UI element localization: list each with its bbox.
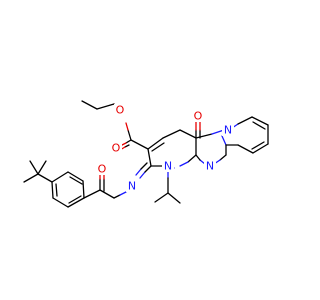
- bond: [113, 194, 121, 199]
- bond: [195, 133, 213, 139]
- label-background: [126, 180, 138, 192]
- bond: [167, 192, 181, 204]
- bond: [179, 161, 189, 167]
- ring-nitrogen-fused-label: N: [224, 124, 232, 137]
- bond: [83, 189, 101, 199]
- ring-nitrogen-bridge-label: N: [206, 160, 214, 173]
- bond: [187, 154, 197, 163]
- label-background: [222, 124, 234, 136]
- label-background: [96, 163, 108, 175]
- bond: [67, 171, 84, 182]
- bond: [125, 139, 132, 144]
- bond: [221, 135, 227, 146]
- bond: [154, 192, 169, 203]
- amide-oxygen-label: O: [98, 163, 107, 176]
- ester-single-oxygen-label: O: [116, 104, 125, 117]
- bond: [69, 176, 83, 185]
- bond: [23, 173, 39, 183]
- bond: [147, 137, 164, 150]
- bond: [68, 195, 82, 204]
- bond: [219, 154, 227, 161]
- bond: [237, 116, 253, 125]
- atom-label-layer: O O O O N N N N: [96, 104, 234, 193]
- label-background: [204, 160, 216, 172]
- bond: [51, 181, 54, 199]
- bond: [195, 154, 201, 161]
- bond: [29, 160, 39, 175]
- bond: [52, 197, 69, 208]
- bond: [51, 171, 69, 183]
- bond: [135, 168, 142, 176]
- imine-nitrogen-label: N: [128, 180, 136, 193]
- bond: [237, 144, 254, 154]
- bond: [179, 129, 197, 139]
- bond: [82, 180, 85, 199]
- ring-carbonyl-oxygen-label: O: [194, 110, 203, 123]
- ester-carbonyl-oxygen-label: O: [112, 142, 121, 155]
- bond: [162, 129, 181, 139]
- label-background: [162, 160, 174, 172]
- bond: [252, 121, 266, 130]
- label-background: [110, 142, 122, 154]
- bond: [96, 103, 115, 110]
- bond: [127, 129, 132, 141]
- bond: [151, 142, 165, 152]
- bond: [99, 189, 115, 199]
- bond: [81, 100, 98, 110]
- label-background: [192, 110, 204, 122]
- bond: [55, 183, 58, 197]
- bond-layer: [23, 100, 269, 208]
- bond: [119, 191, 127, 196]
- bond: [124, 144, 130, 148]
- bond: [125, 122, 129, 131]
- label-background: [114, 104, 126, 116]
- bond: [251, 141, 265, 150]
- bond: [147, 148, 152, 167]
- bond: [130, 139, 149, 150]
- bond: [252, 143, 269, 154]
- bond: [251, 116, 269, 126]
- molecule-structure-diagram: O O O O N N N N: [23, 100, 269, 208]
- bond: [139, 171, 146, 179]
- bond: [37, 160, 47, 175]
- bond: [140, 162, 148, 170]
- bond: [37, 173, 53, 183]
- bond: [144, 165, 152, 173]
- bond: [67, 197, 85, 208]
- ring-nitrogen-isopropyl-label: N: [164, 160, 172, 173]
